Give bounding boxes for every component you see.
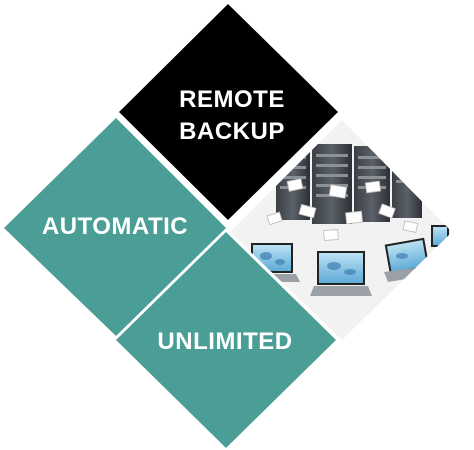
remote-backup-line1: REMOTE	[179, 86, 285, 113]
automatic-tile	[4, 118, 226, 336]
remote-backup-label: REMOTE BACKUP	[152, 84, 312, 148]
unlimited-tile	[116, 232, 336, 448]
remote-backup-tile	[119, 4, 338, 220]
automatic-label: AUTOMATIC	[41, 213, 189, 240]
unlimited-label: UNLIMITED	[157, 328, 293, 355]
remote-backup-line2: BACKUP	[179, 118, 285, 145]
